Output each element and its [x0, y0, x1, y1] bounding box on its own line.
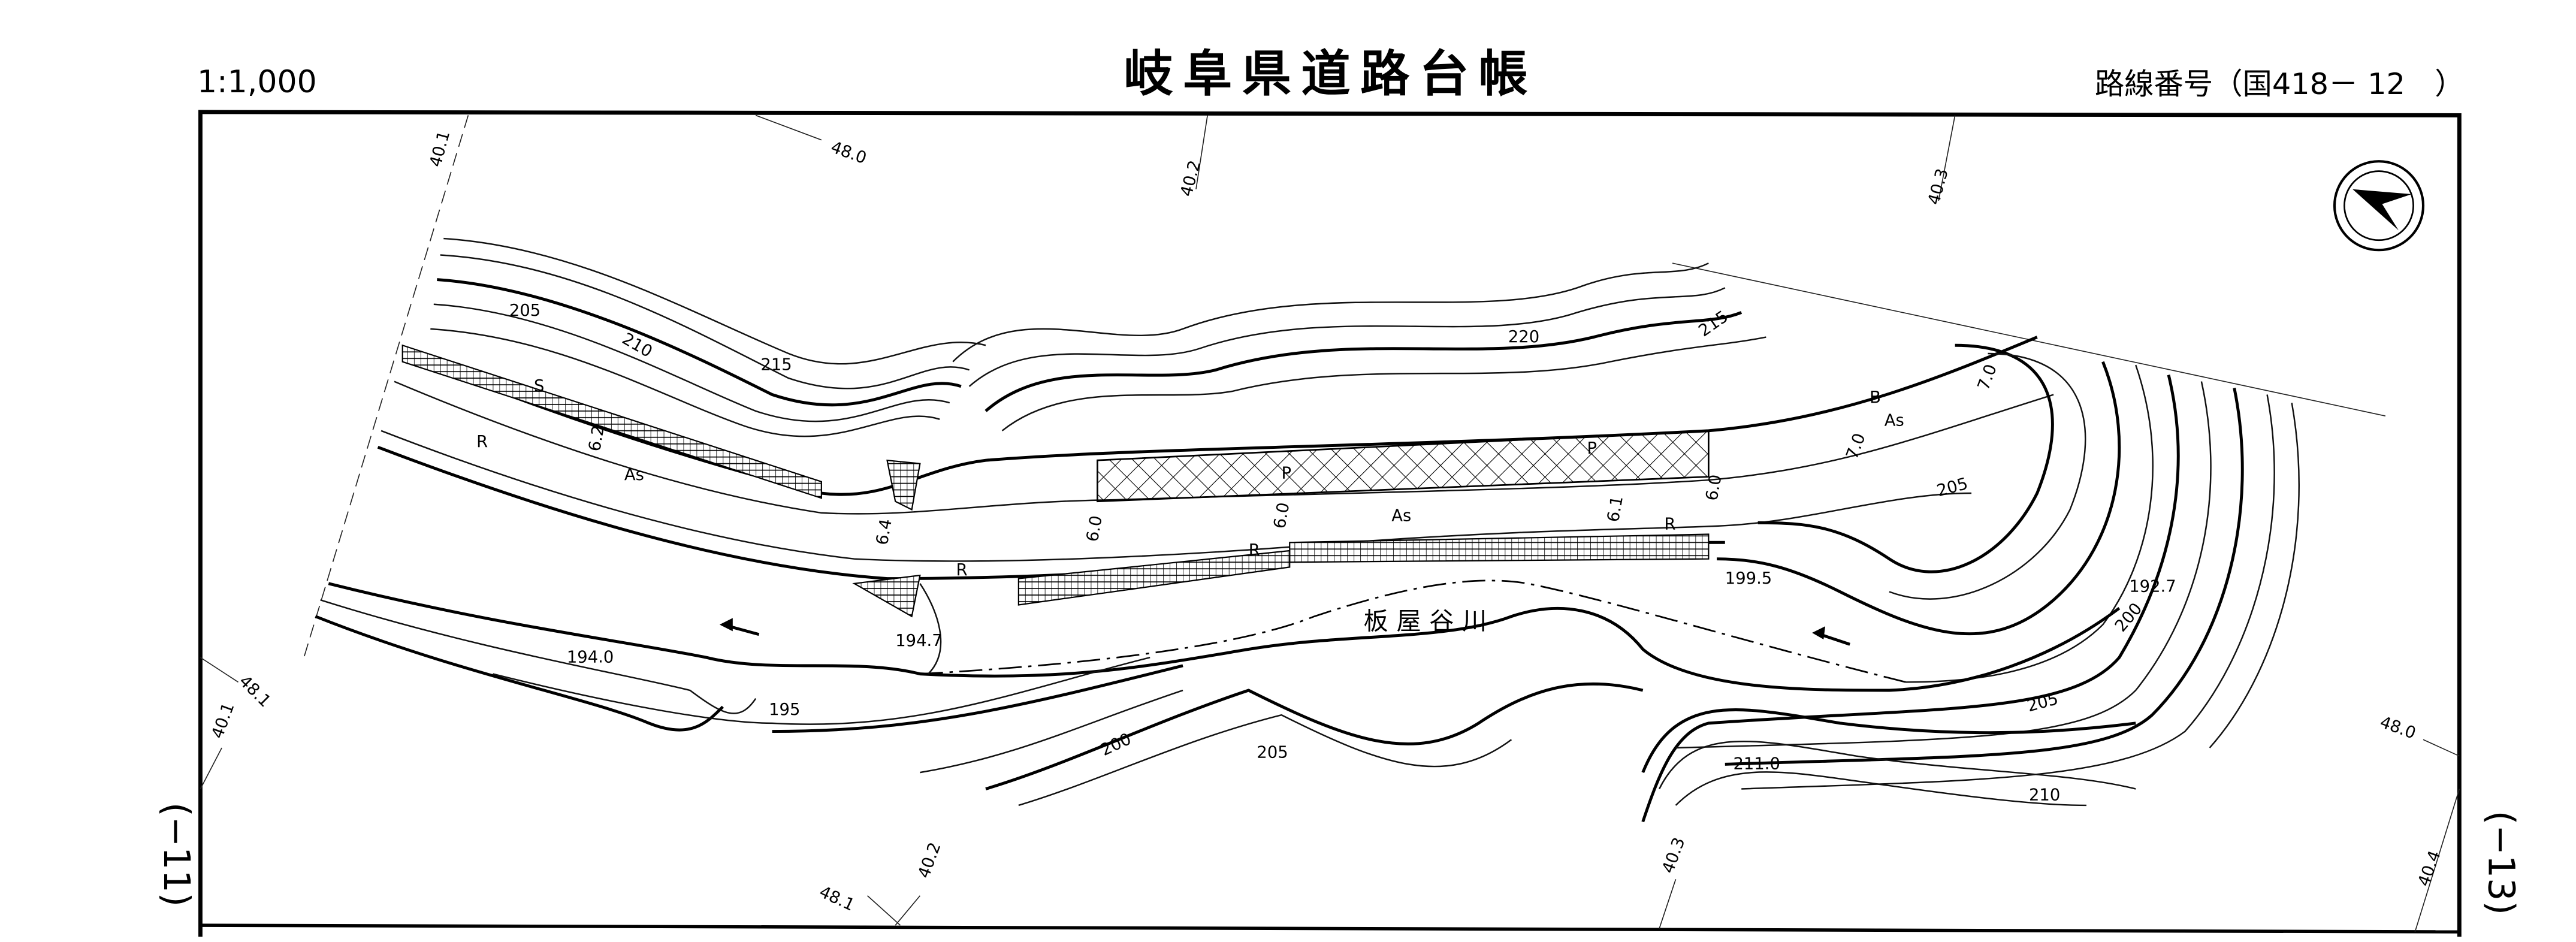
contour-label: 194.0: [567, 648, 614, 666]
north-arrow-icon: [2333, 160, 2425, 252]
road-marker: R: [956, 561, 968, 579]
contour-label: 205: [2025, 690, 2061, 715]
road-marker: R: [1664, 515, 1675, 533]
surface-label: As: [624, 466, 644, 484]
station-label: 40.3: [1925, 167, 1952, 207]
width-label: 7.0: [1974, 362, 2001, 393]
scale-label: 1:1,000: [197, 64, 317, 100]
page-title: 岐阜県道路台帳: [1124, 46, 1538, 102]
station-label: 40.2: [915, 840, 945, 881]
contours-north: [430, 237, 1766, 437]
contour-label: 205: [509, 301, 540, 320]
station-label: 40.4: [2415, 848, 2445, 889]
river: [315, 579, 2121, 732]
contour-label: 194.7: [895, 632, 942, 650]
contour-label: 210: [619, 330, 656, 361]
contour-label: 215: [1695, 307, 1732, 340]
route-number: 路線番号（国418－ 12 ）: [2095, 67, 2465, 101]
station-label: 48.0: [2378, 713, 2418, 743]
width-label: 6.1: [1604, 494, 1627, 523]
station-label: 40.1: [427, 129, 454, 169]
station-label: 40.3: [1659, 835, 1689, 876]
contour-label: 215: [760, 355, 792, 374]
width-label: 6.2: [585, 424, 608, 452]
contour-label: 205: [1935, 475, 1970, 500]
width-label: 6.0: [1702, 473, 1725, 502]
width-label: 6.0: [1270, 501, 1293, 530]
parking-label: P: [1587, 439, 1597, 458]
map-frame: [198, 110, 2462, 937]
contour-label: 205: [1257, 743, 1288, 762]
width-label: 6.4: [873, 518, 896, 547]
station-lines: [200, 114, 2460, 932]
station-label: 40.2: [1177, 158, 1205, 198]
surface-label: As: [1885, 412, 1904, 430]
parking-label: P: [1282, 464, 1292, 482]
sheet-left-label: (−11): [155, 802, 197, 907]
road: [377, 336, 2054, 618]
contour-label: 210: [2029, 786, 2060, 805]
sheet-right-label: (−13): [2480, 811, 2522, 915]
station-label: 48.0: [828, 138, 869, 168]
contour-label: 192.7: [2129, 578, 2176, 596]
contour-label: 200: [1098, 730, 1134, 760]
station-label: 48.1: [235, 672, 274, 711]
contours-south: [493, 656, 2136, 807]
road-marker: R: [476, 433, 488, 451]
station-label: 40.1: [209, 701, 238, 741]
river-name: 板屋谷川: [1364, 607, 1495, 636]
road-marker: R: [1249, 541, 1260, 560]
contours-east: [1641, 343, 2300, 823]
station-label: 48.1: [816, 883, 857, 915]
map-frame-bottom: [200, 923, 2460, 934]
road-marker: S: [534, 377, 544, 395]
width-label: 6.0: [1083, 514, 1106, 543]
contour-label: 211.0: [1734, 755, 1780, 774]
road-marker: B: [1870, 388, 1881, 407]
contour-label: 220: [1508, 328, 1539, 346]
surface-label: As: [1391, 507, 1411, 526]
contour-label: 199.5: [1725, 569, 1772, 588]
contour-label: 195: [769, 701, 800, 719]
